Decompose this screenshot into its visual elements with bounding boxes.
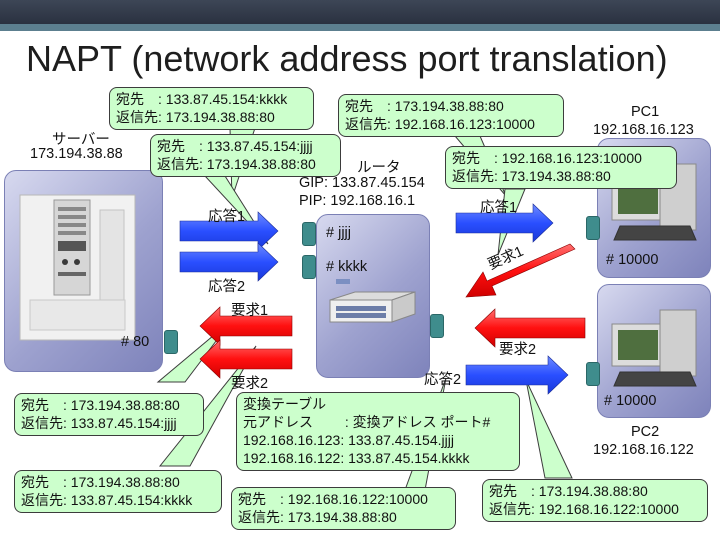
callout-b2-line2: 返信先: 173.194.38.88:80 xyxy=(157,156,316,172)
callout-b3: 宛先 : 173.194.38.88:80 返信先: 192.168.16.12… xyxy=(338,94,564,137)
label-req2-right: 要求2 xyxy=(499,342,537,358)
router-label: ルータ xyxy=(357,160,401,176)
callout-b5-line1: 宛先 : 173.194.38.88:80 xyxy=(21,397,180,413)
callout-b4-line1: 宛先 : 192.168.16.123:10000 xyxy=(452,150,642,166)
top-bar-accent xyxy=(0,24,720,31)
arrow-resp1-router-pc1 xyxy=(455,203,554,243)
router-lan-connector xyxy=(430,314,444,338)
slide-title: NAPT (network address port translation) xyxy=(26,38,668,79)
callout-b3-line1: 宛先 : 173.194.38.88:80 xyxy=(345,98,504,114)
arrow-resp1-server-router xyxy=(179,211,279,251)
callout-b8-line1: 宛先 : 173.194.38.88:80 xyxy=(489,483,648,499)
translation-table-title: 変換テーブル xyxy=(243,396,327,412)
translation-table-header: 元アドレス : 変換アドレス ポート# xyxy=(243,414,491,430)
pc1-connector xyxy=(586,216,600,240)
callout-b5-line2: 返信先: 133.87.45.154:jjjj xyxy=(21,415,177,431)
label-resp1-right: 応答1 xyxy=(480,200,518,216)
callout-b7-line1: 宛先 : 192.168.16.122:10000 xyxy=(238,491,428,507)
label-req2-left: 要求2 xyxy=(231,376,269,392)
server-port: # 80 xyxy=(121,334,150,350)
callout-b6-line1: 宛先 : 173.194.38.88:80 xyxy=(21,474,180,490)
pc1-port: # 10000 xyxy=(606,252,659,268)
pc2-ip: 192.168.16.122 xyxy=(593,442,694,458)
server-port-connector xyxy=(164,330,178,354)
callout-b1-line1: 宛先 : 133.87.45.154:kkkk xyxy=(116,91,288,107)
pc1-label: PC1 xyxy=(631,104,660,120)
label-req1-left: 要求1 xyxy=(231,303,269,319)
arrow-resp2-server-router xyxy=(179,242,279,282)
callout-b1-line2: 返信先: 173.194.38.88:80 xyxy=(116,109,275,125)
router-gip: GIP: 133.87.45.154 xyxy=(299,175,425,191)
callout-b8: 宛先 : 173.194.38.88:80 返信先: 192.168.16.12… xyxy=(482,479,708,522)
label-resp2-left: 応答2 xyxy=(208,279,246,295)
router-port-kkkk: # kkkk xyxy=(326,259,368,275)
arrow-req2-router-server xyxy=(199,339,293,379)
server-label: サーバー xyxy=(52,132,110,148)
callout-b1: 宛先 : 133.87.45.154:kkkk 返信先: 173.194.38.… xyxy=(109,87,314,130)
translation-table-row-2: 192.168.16.122: 133.87.45.154.kkkk xyxy=(243,450,470,466)
pc2-connector xyxy=(586,362,600,386)
pc2-port: # 10000 xyxy=(604,393,657,409)
router-port-jjjj: # jjjj xyxy=(326,225,351,241)
callout-b2-line1: 宛先 : 133.87.45.154:jjjj xyxy=(157,138,313,154)
callout-b2: 宛先 : 133.87.45.154:jjjj 返信先: 173.194.38.… xyxy=(150,134,341,177)
router-port-jjjj-connector xyxy=(302,222,316,246)
callout-b3-line2: 返信先: 192.168.16.123:10000 xyxy=(345,116,535,132)
server-tower-icon xyxy=(19,194,136,341)
callout-b7-line2: 返信先: 173.194.38.88:80 xyxy=(238,509,397,525)
arrow-resp2-router-pc2 xyxy=(465,355,569,395)
callout-b6-line2: 返信先: 133.87.45.154:kkkk xyxy=(21,492,193,508)
pc2-computer-icon xyxy=(611,309,697,387)
callout-tail-b6 xyxy=(158,345,257,467)
callout-b6: 宛先 : 173.194.38.88:80 返信先: 133.87.45.154… xyxy=(14,470,222,513)
callout-b4-line2: 返信先: 173.194.38.88:80 xyxy=(452,168,611,184)
router-port-kkkk-connector xyxy=(302,255,316,279)
callout-b7: 宛先 : 192.168.16.122:10000 返信先: 173.194.3… xyxy=(231,487,456,530)
translation-table-row-1: 192.168.16.123: 133.87.45.154.jjjj xyxy=(243,432,454,448)
server-ip: 173.194.38.88 xyxy=(30,146,123,162)
callout-tail-b8 xyxy=(525,379,573,479)
pc1-ip: 192.168.16.123 xyxy=(593,122,694,138)
label-resp2-right: 応答2 xyxy=(424,372,462,388)
translation-table: 変換テーブル 元アドレス : 変換アドレス ポート# 192.168.16.12… xyxy=(236,392,520,471)
arrow-req1-pc1-router xyxy=(465,243,576,298)
top-bar xyxy=(0,0,720,24)
callout-b8-line2: 返信先: 192.168.16.122:10000 xyxy=(489,501,679,517)
callout-b5: 宛先 : 173.194.38.88:80 返信先: 133.87.45.154… xyxy=(14,393,204,436)
network-switch-icon xyxy=(329,279,416,323)
label-resp1-left: 応答1 xyxy=(208,209,246,225)
arrow-req2-pc2-router xyxy=(474,308,586,348)
router-pip: PIP: 192.168.16.1 xyxy=(299,193,416,209)
pc2-label: PC2 xyxy=(631,424,660,440)
callout-b4: 宛先 : 192.168.16.123:10000 返信先: 173.194.3… xyxy=(445,146,677,189)
arrow-req1-router-server xyxy=(199,306,293,346)
